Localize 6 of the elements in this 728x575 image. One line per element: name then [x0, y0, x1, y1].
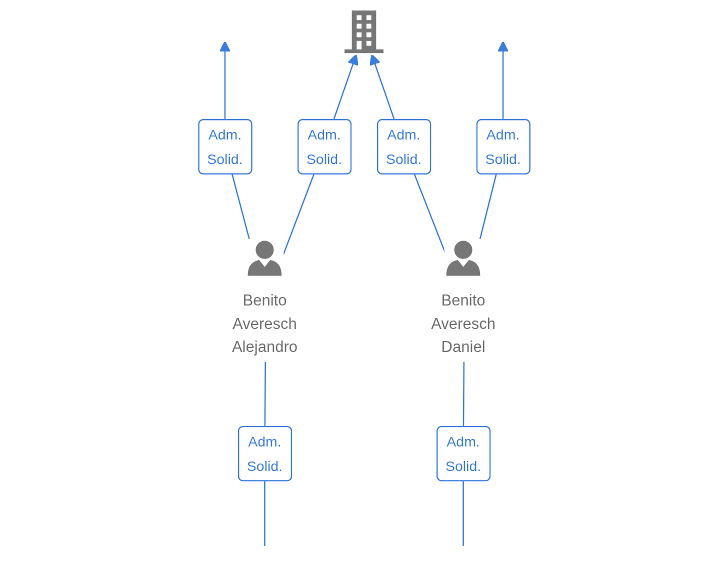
edge-label: Adm. Solid.	[376, 118, 431, 176]
edge-label: Adm. Solid.	[198, 118, 252, 176]
edge-label: Adm. Solid.	[476, 118, 530, 176]
edge-label: Adm. Solid.	[238, 426, 292, 482]
edge-label: Adm. Solid.	[297, 118, 352, 176]
edge-label: Adm. Solid.	[436, 426, 490, 482]
